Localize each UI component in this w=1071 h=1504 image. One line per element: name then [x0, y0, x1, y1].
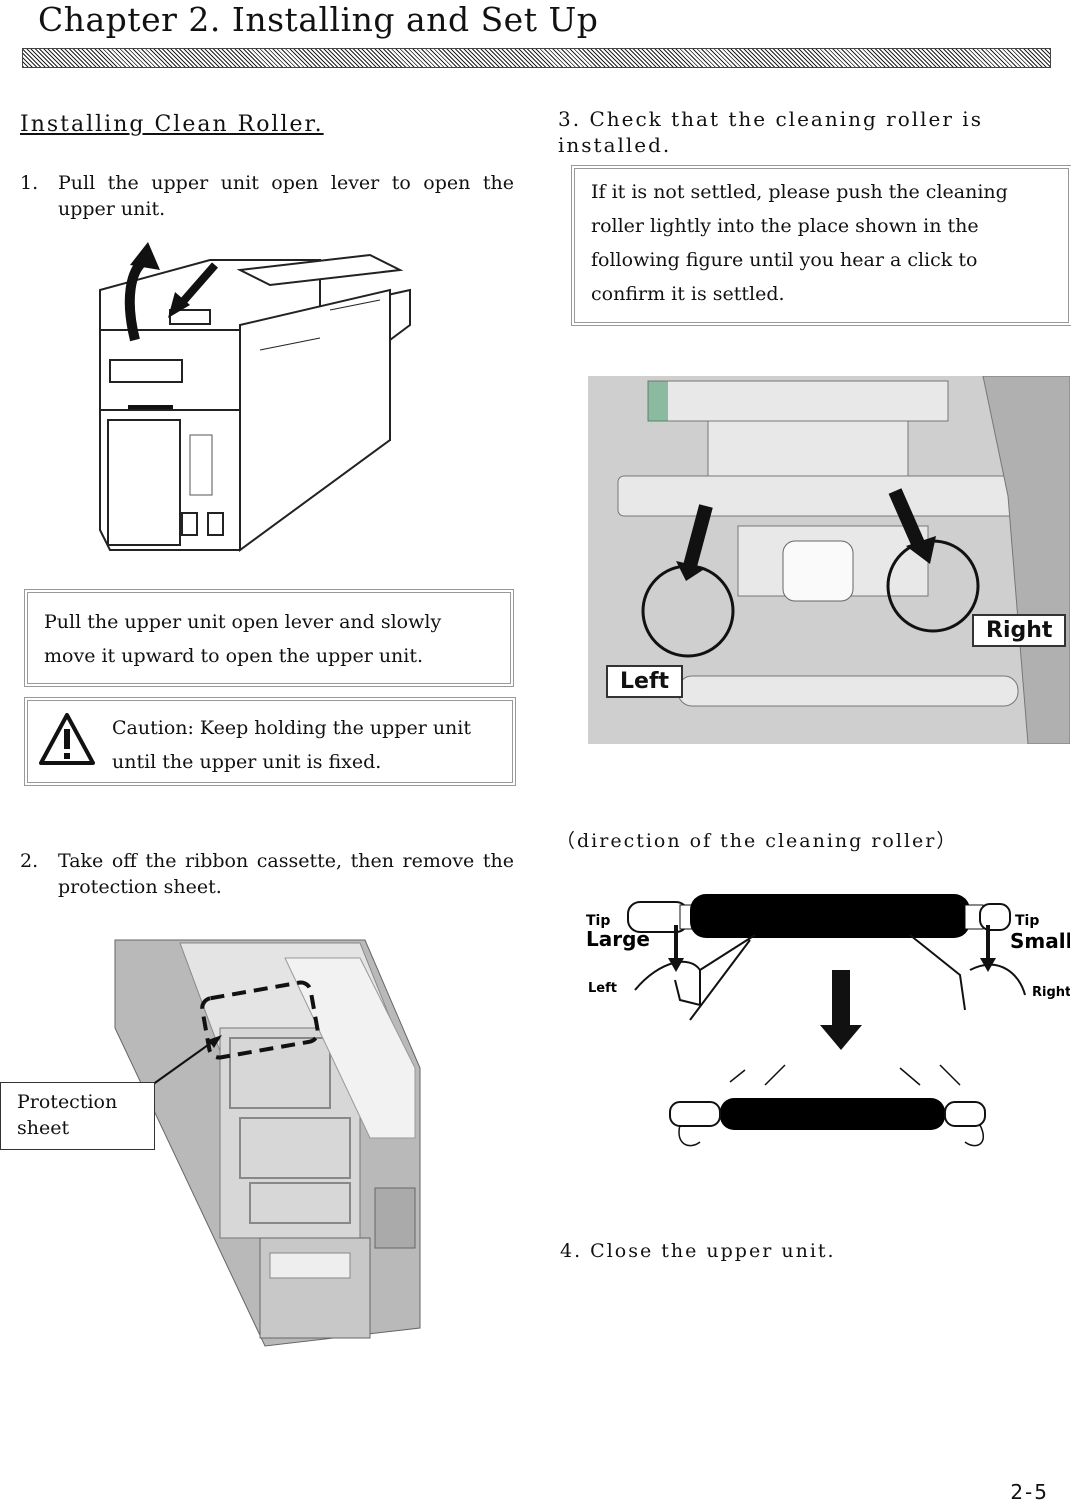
roller-installed-photo: [588, 376, 1070, 744]
settle-note-text: If it is not settled, please push the cl…: [591, 181, 1008, 305]
roller-direction-diagram: Tip Large Tip Small Left Right: [586, 894, 1070, 1147]
step-4: 4. Close the upper unit.: [560, 1240, 836, 1262]
right-tag: Right: [972, 614, 1067, 647]
protection-sheet-label: Protection sheet: [0, 1082, 155, 1150]
step-text: Take off the ribbon cassette, then remov…: [58, 850, 514, 898]
direction-caption: （direction of the cleaning roller）: [556, 830, 958, 852]
side-left-label: Left: [588, 981, 617, 996]
small-label: Small: [1010, 929, 1070, 953]
step-number: 1.: [20, 172, 39, 194]
caution-text: Caution: Keep holding the upper unit unt…: [112, 717, 472, 773]
step-number: 2.: [20, 850, 39, 872]
tip-left-label: Tip: [586, 913, 610, 929]
pull-note-box: Pull the upper unit open lever and slowl…: [24, 589, 514, 687]
pull-note-text: Pull the upper unit open lever and slowl…: [44, 611, 442, 667]
settle-note-box: If it is not settled, please push the cl…: [571, 165, 1071, 326]
side-right-label: Right: [1032, 985, 1070, 1000]
step-3: 3. Check that the cleaning roller is ins…: [558, 107, 983, 157]
tip-right-label: Tip: [1015, 913, 1039, 929]
step-text: Pull the upper unit open lever to open t…: [58, 172, 514, 220]
left-tag: Left: [606, 665, 684, 698]
warning-icon: [39, 713, 95, 765]
printer-open-lever-illustration: [99, 242, 411, 552]
section-title: Installing Clean Roller.: [20, 112, 324, 137]
chapter-title: Chapter 2. Installing and Set Up: [38, 0, 599, 39]
step-1: 1. Pull the upper unit open lever to ope…: [20, 170, 514, 230]
page-number: 2-5: [1010, 1480, 1049, 1504]
large-label: Large: [586, 927, 650, 951]
header-rule: [22, 48, 1051, 68]
printer-interior-photo: [114, 939, 421, 1347]
callout-arrow: [151, 1035, 222, 1086]
caution-box: Caution: Keep holding the upper unit unt…: [24, 697, 516, 786]
step-2: 2. Take off the ribbon cassette, then re…: [20, 848, 514, 908]
